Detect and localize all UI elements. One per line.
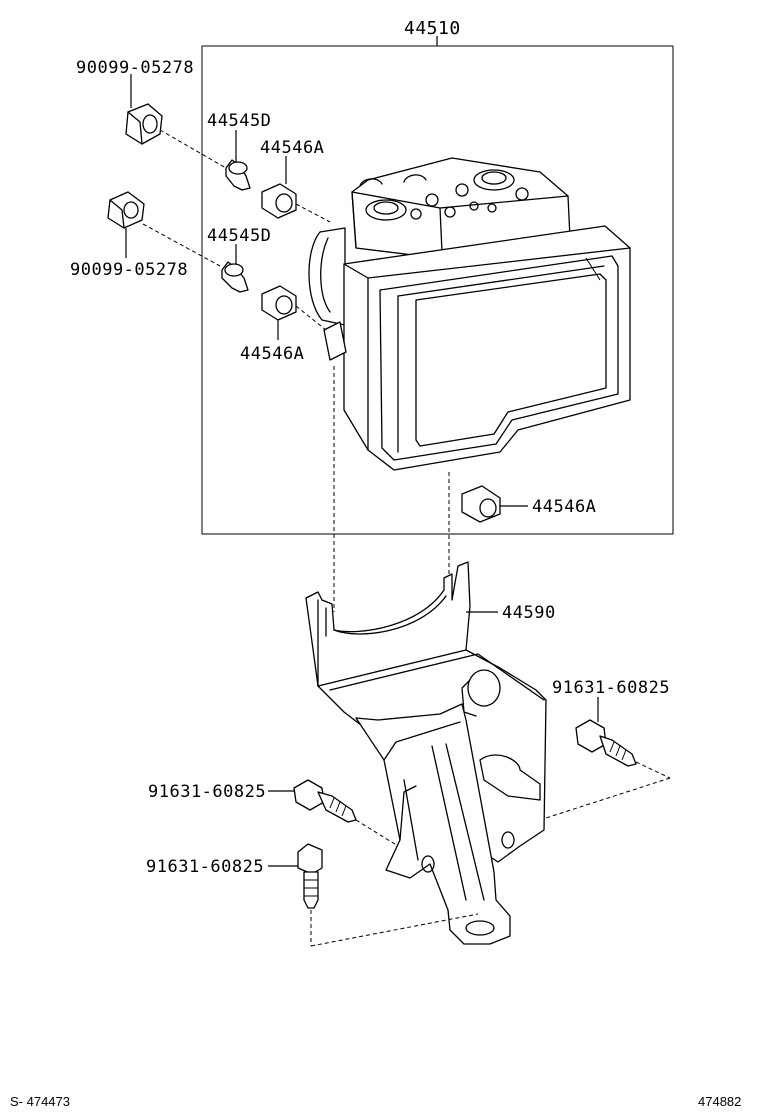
dash-nut-top [159, 129, 227, 169]
bolt-left [293, 779, 357, 823]
flange-nut-mid [107, 191, 145, 229]
pin-44545d-top [225, 159, 251, 191]
dash-bolt-right [635, 761, 671, 779]
flange-nut-top [125, 103, 163, 145]
footer-right-ref: 474882 [698, 1094, 741, 1109]
bolt-right [575, 719, 637, 767]
bushing-44546a-top [261, 183, 297, 219]
label-44546a-bottom: 44546A [532, 497, 596, 517]
label-44545d-top: 44545D [207, 111, 271, 131]
label-44590: 44590 [502, 603, 556, 623]
label-44545d-mid: 44545D [207, 226, 271, 246]
dash-bolt-left [355, 819, 399, 847]
label-91631-60825-lower: 91631-60825 [146, 857, 264, 877]
bushing-44546a-mid [261, 285, 297, 321]
dash-bolt-right-2 [545, 777, 671, 819]
label-90099-05278-top: 90099-05278 [76, 58, 194, 78]
abs-actuator-unit [308, 157, 631, 471]
dash-bush-top [295, 203, 331, 223]
label-90099-05278-mid: 90099-05278 [70, 260, 188, 280]
label-44510: 44510 [404, 18, 461, 39]
label-44546a-mid: 44546A [240, 344, 304, 364]
bushing-44546a-bottom [461, 485, 501, 523]
bolt-lower [297, 843, 323, 909]
pin-44545d-mid [221, 261, 249, 293]
label-91631-60825-right: 91631-60825 [552, 678, 670, 698]
footer-left-ref: S- 474473 [10, 1094, 70, 1109]
label-44546a-top: 44546A [260, 138, 324, 158]
bracket-44590 [305, 561, 547, 945]
dash-nut-mid [142, 223, 221, 267]
dash-bolt-lower-2 [310, 913, 479, 947]
label-91631-60825-left: 91631-60825 [148, 782, 266, 802]
